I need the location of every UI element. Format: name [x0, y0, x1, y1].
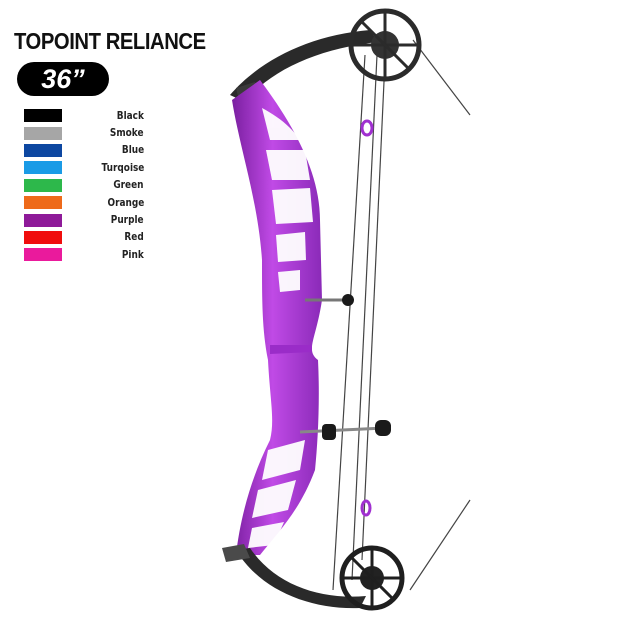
color-label: Pink: [122, 248, 144, 261]
color-swatch: [24, 109, 62, 123]
color-label: Red: [124, 231, 144, 244]
color-label: Purple: [111, 214, 144, 227]
color-option-purple[interactable]: Purple: [24, 211, 144, 228]
color-swatch: [24, 213, 62, 227]
size-badge: 36”: [17, 62, 109, 96]
color-label: Green: [113, 179, 144, 192]
color-swatch: [24, 178, 62, 192]
color-label: Black: [116, 109, 144, 122]
color-swatch-list: Black Smoke Blue Turqoise Green Orange P…: [24, 107, 144, 264]
color-label: Blue: [121, 144, 144, 157]
arrow-rest: [305, 294, 354, 306]
color-option-red[interactable]: Red: [24, 229, 144, 246]
color-option-smoke[interactable]: Smoke: [24, 124, 144, 141]
color-swatch: [24, 230, 62, 244]
bow-strings: [332, 39, 471, 591]
color-option-orange[interactable]: Orange: [24, 194, 144, 211]
color-option-black[interactable]: Black: [24, 107, 144, 124]
color-swatch: [24, 248, 62, 262]
color-label: Orange: [107, 196, 144, 209]
color-swatch: [24, 143, 62, 157]
top-cam: [348, 8, 422, 82]
compound-bow-image: [222, 8, 471, 611]
color-option-green[interactable]: Green: [24, 177, 144, 194]
stabilizer: [299, 420, 391, 440]
color-swatch: [24, 161, 62, 175]
color-label: Turqoise: [101, 161, 144, 174]
color-swatch: [24, 196, 62, 210]
color-label: Smoke: [110, 127, 144, 140]
size-badge-text: 36”: [41, 63, 85, 94]
color-option-turqoise[interactable]: Turqoise: [24, 159, 144, 176]
product-title: TOPOINT RELIANCE: [14, 28, 206, 54]
color-swatch: [24, 126, 62, 140]
color-option-blue[interactable]: Blue: [24, 142, 144, 159]
top-limb: [230, 30, 378, 102]
color-option-pink[interactable]: Pink: [24, 246, 144, 263]
bottom-cam: [339, 545, 405, 611]
